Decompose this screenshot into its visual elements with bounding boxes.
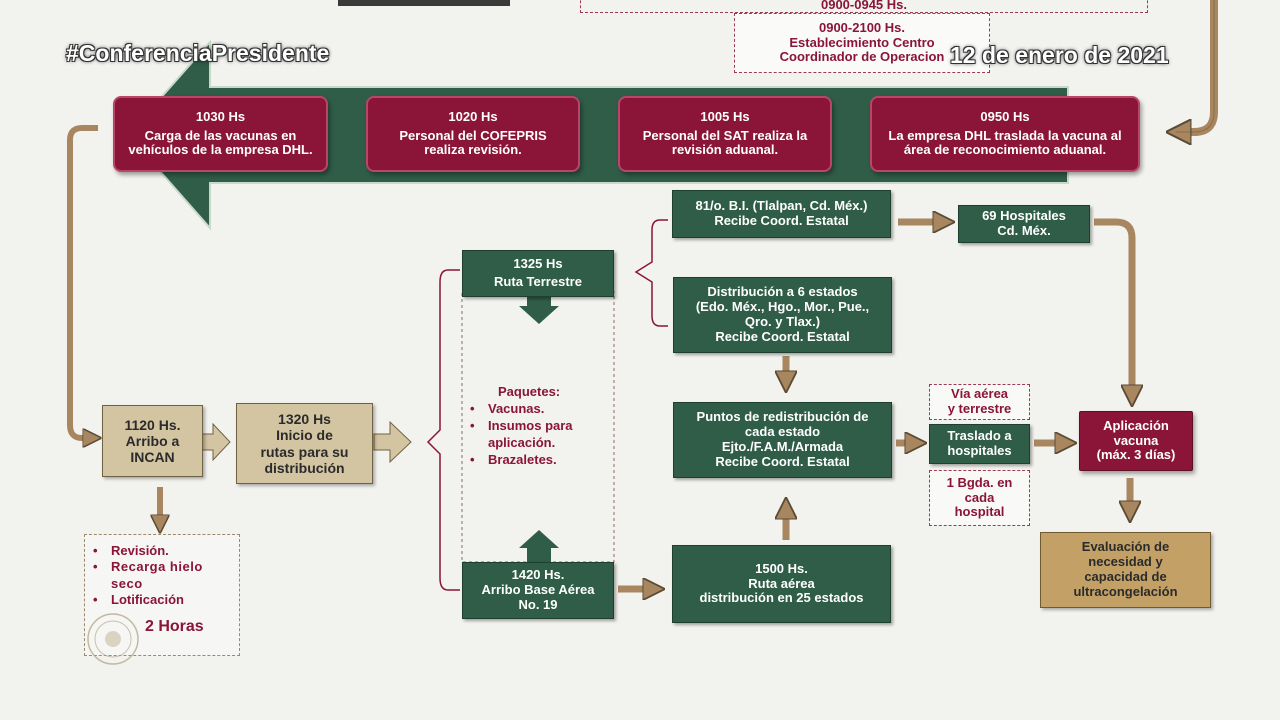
aplic-line2: vacuna — [1113, 432, 1159, 448]
paquete-item: Vacunas. — [466, 401, 608, 418]
evaluacion-ultracongelacion: Evaluación de necesidad y capacidad de u… — [1040, 532, 1211, 608]
redist-line3: Ejto./F.A.M./Armada — [721, 439, 844, 454]
revision-item: Revisión. — [89, 543, 233, 560]
top-dark-bar — [338, 0, 510, 6]
hashtag-overlay: #ConferenciaPresidente — [66, 40, 330, 66]
aerea-line2: Ruta aérea — [748, 575, 815, 591]
eval-line3: capacidad de — [1084, 569, 1167, 584]
step-0950: 0950 Hs La empresa DHL traslada la vacun… — [870, 96, 1140, 172]
estados-line4: Recibe Coord. Estatal — [715, 328, 850, 344]
hosp-line2: Cd. Méx. — [997, 223, 1051, 238]
revision-item: Recarga hielo seco — [89, 559, 233, 592]
arribo-incan: 1120 Hs. Arribo a INCAN — [102, 405, 203, 477]
arribo-base-aerea: 1420 Hs. Arribo Base Aérea No. 19 — [462, 562, 614, 619]
redist-line1: Puntos de redistribución de — [696, 409, 869, 425]
step-text: Personal del SAT realiza la revisión adu… — [642, 127, 808, 158]
bi-line2: Recibe Coord. Estatal — [714, 213, 849, 228]
step-time: 1005 Hs — [700, 108, 750, 124]
top-cut-box: 0900-0945 Hs. — [580, 0, 1148, 13]
via-line1: Vía aérea — [950, 386, 1009, 402]
hosp-line1: 69 Hospitales — [982, 208, 1066, 224]
via-aerea-terrestre: Vía aérea y terrestre — [929, 384, 1030, 420]
bi-tlalpan: 81/o. B.I. (Tlalpan, Cd. Méx.) Recibe Co… — [672, 190, 891, 238]
paquetes-list: Paquetes: Vacunas. Insumos para aplicaci… — [466, 384, 608, 468]
bi-line1: 81/o. B.I. (Tlalpan, Cd. Méx.) — [695, 198, 868, 214]
inicio-rutas: 1320 Hs Inicio de rutas para su distribu… — [236, 403, 373, 484]
step-text: La empresa DHL traslada la vacuna al áre… — [888, 127, 1122, 158]
inicio-line3: rutas para su — [260, 443, 349, 460]
inicio-time: 1320 Hs — [278, 411, 331, 428]
note-line3: Coordinador de Operacion — [779, 49, 945, 65]
redist-line2: cada estado — [744, 424, 821, 440]
estados-line1: Distribución a 6 estados — [707, 284, 858, 300]
terrestre-label: Ruta Terrestre — [494, 274, 582, 289]
bgda-line3: hospital — [954, 504, 1005, 520]
step-1020: 1020 Hs Personal del COFEPRIS realiza re… — [366, 96, 580, 172]
step-1005: 1005 Hs Personal del SAT realiza la revi… — [618, 96, 832, 172]
step-text: Personal del COFEPRIS realiza revisión. — [399, 127, 547, 158]
arrow-1030-to-incan — [67, 125, 98, 438]
traslado-hospitales: Traslado a hospitales — [929, 424, 1030, 464]
seal-emblem — [87, 613, 139, 665]
distribucion-6-estados: Distribución a 6 estados (Edo. Méx., Hgo… — [673, 277, 892, 353]
aplic-line1: Aplicación — [1103, 417, 1169, 433]
terrestre-time: 1325 Hs — [513, 256, 563, 272]
step-text: Carga de las vacunas en vehículos de la … — [128, 127, 313, 158]
bgda-line1: 1 Bgda. en — [946, 474, 1013, 490]
aplic-line3: (máx. 3 días) — [1096, 447, 1176, 463]
note-time: 0900-2100 Hs. — [818, 19, 905, 35]
note-centro-coordinador: 0900-2100 Hs. Establecimiento Centro Coo… — [734, 13, 990, 73]
paquetes-title: Paquetes: — [498, 384, 561, 399]
inicio-line2: Inicio de — [276, 427, 333, 444]
base-label: Arribo Base Aérea — [481, 582, 595, 598]
estados-line3: Qro. y Tlax.) — [744, 314, 821, 329]
eval-line4: ultracongelación — [1073, 583, 1178, 599]
arrow-inicio-to-bracket — [373, 420, 412, 464]
step-1030: 1030 Hs Carga de las vacunas en vehículo… — [113, 96, 328, 172]
redist-line4: Recibe Coord. Estatal — [715, 453, 850, 469]
bracket-main — [426, 269, 460, 591]
aplicacion-vacuna: Aplicación vacuna (máx. 3 días) — [1079, 411, 1193, 471]
ruta-terrestre: 1325 Hs Ruta Terrestre — [462, 250, 614, 297]
paquete-item: Insumos para aplicación. — [466, 418, 608, 452]
puntos-redistribucion: Puntos de redistribución de cada estado … — [673, 402, 892, 478]
green-arrow-up — [519, 530, 559, 562]
date-overlay: 12 de enero de 2021 — [950, 42, 1169, 68]
eval-line1: Evaluación de — [1081, 539, 1170, 555]
revision-duration: 2 Horas — [145, 618, 204, 635]
arrow-into-0950 — [1176, 0, 1218, 132]
arrow-hosp-to-aplic — [1094, 218, 1132, 398]
bracket-terrestre — [634, 219, 668, 327]
bgda-line2: cada — [964, 489, 995, 505]
step-time: 0950 Hs — [980, 108, 1030, 124]
incan-time: 1120 Hs. — [124, 416, 181, 433]
estados-line2: (Edo. Méx., Hgo., Mor., Pue., — [695, 299, 870, 315]
note-line2: Establecimiento Centro — [789, 34, 935, 50]
step-time: 1030 Hs — [195, 108, 246, 124]
via-line2: y terrestre — [947, 401, 1012, 416]
paquete-item: Brazaletes. — [466, 452, 608, 469]
incan-line2: Arribo a — [125, 432, 180, 449]
green-arrow-down — [519, 296, 559, 324]
revision-item: Lotificación — [89, 592, 233, 609]
aerea-time: 1500 Hs. — [755, 560, 808, 576]
revision-list: Revisión. Recarga hielo seco Lotificació… — [89, 543, 233, 608]
base-time: 1420 Hs. — [511, 567, 565, 583]
base-number: No. 19 — [518, 596, 558, 612]
ruta-aerea: 1500 Hs. Ruta aérea distribución en 25 e… — [672, 545, 891, 623]
traslado-line2: hospitales — [947, 443, 1012, 458]
step-time: 1020 Hs — [448, 108, 498, 124]
incan-line3: INCAN — [130, 449, 175, 466]
aerea-line3: distribución en 25 estados — [699, 590, 864, 606]
eval-line2: necesidad y — [1088, 554, 1163, 570]
traslado-line1: Traslado a — [947, 428, 1012, 444]
top-cut-text: 0900-0945 Hs. — [820, 0, 907, 12]
inicio-line4: distribución — [264, 459, 345, 476]
hospitales-cdmx: 69 Hospitales Cd. Méx. — [958, 205, 1090, 243]
bgda-hospital: 1 Bgda. en cada hospital — [929, 470, 1030, 526]
